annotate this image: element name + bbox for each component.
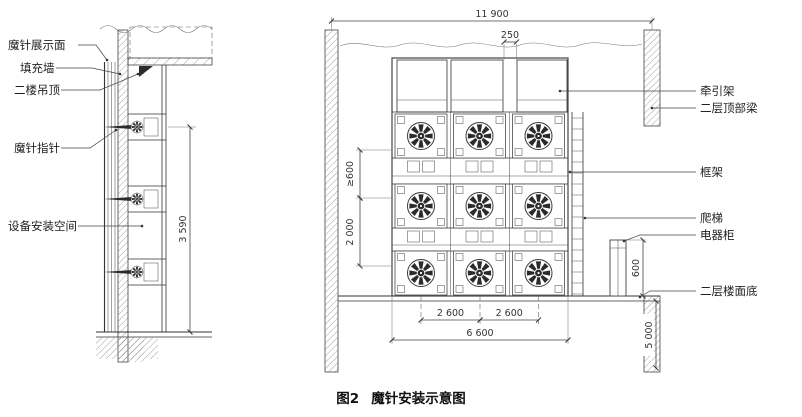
label-electrical-cabinet: 电器柜: [700, 228, 735, 242]
ceiling-hanger-bracket: [139, 66, 153, 77]
figure-caption: 图2 魔针安装示意图: [0, 387, 802, 407]
label-slab-bottom: 二层楼面底: [700, 284, 758, 298]
traction-frames: [396, 59, 568, 113]
dim-column-pitch-left-text: 2 600: [437, 308, 464, 319]
figure-title: 魔针安装示意图: [371, 391, 466, 407]
needle-hub-2: [131, 193, 143, 205]
needle-cell-r2c2: [454, 184, 506, 228]
dim-cabinet-height: 600: [626, 237, 646, 299]
dim-column-pitch-right-text: 2 600: [496, 308, 523, 319]
dim-space-height-text: 3 590: [178, 215, 189, 242]
second-floor-line: [338, 295, 660, 302]
infill-wall-section: [117, 29, 129, 363]
label-traction-frame: 牵引架: [700, 84, 735, 98]
needle-mechanism-2: [104, 185, 166, 213]
needle-mechanism-1: [104, 113, 166, 141]
needle-cell-r3c2: [454, 251, 506, 295]
break-line-top-left: [99, 25, 213, 33]
top-beam-section: [643, 29, 661, 127]
dim-space-height: 3 590: [168, 124, 196, 335]
needle-cell-r3c1: [395, 251, 447, 295]
needle-cell-r2c1: [395, 184, 447, 228]
needle-pointer-1: [104, 124, 137, 130]
dim-needle-gap-text: 250: [501, 30, 519, 41]
needle-cell-r1c3: [513, 114, 565, 158]
label-frame: 框架: [700, 165, 723, 179]
dim-frame-width-text: 6 600: [466, 328, 493, 339]
dim-bottom-group: 2 600 2 600 6 600: [389, 296, 571, 344]
left-view-section: 3 590: [96, 25, 213, 363]
label-top-beam: 二层顶部梁: [700, 101, 758, 115]
needle-cell-r1c2: [454, 114, 506, 158]
label-equipment-space: 设备安装空间: [8, 219, 77, 233]
needle-grid: [395, 114, 565, 295]
dim-needle-gap: 250: [501, 30, 520, 60]
needle-cell-r1c1: [395, 114, 447, 158]
label-infill-wall: 填充墙: [20, 61, 55, 75]
dim-overall-width: 11 900: [328, 9, 655, 30]
ladder: [571, 112, 584, 296]
right-view-elevation: 11 900 250 ≥600 2 000 600 5 000: [324, 9, 661, 373]
dim-cabinet-height-text: 600: [631, 259, 642, 277]
break-line-top-right: [339, 42, 643, 48]
needle-cell-r3c3: [513, 251, 565, 295]
left-view-labels: 魔针展示面 填充墙 二楼吊顶 魔针指针 设备安装空间: [8, 38, 144, 233]
right-view-labels: 牵引架 二层顶部梁 框架 爬梯 电器柜 二层楼面底: [558, 84, 758, 299]
dim-row-pitch-text: 2 000: [345, 218, 356, 245]
left-wall-section: [324, 29, 339, 373]
label-ladder: 爬梯: [700, 211, 723, 225]
needle-pointer-2: [104, 196, 137, 202]
equipment-space-frame: [161, 65, 167, 332]
needle-cell-r2c3: [513, 184, 565, 228]
dim-left-vertical: ≥600 2 000: [345, 147, 392, 269]
label-display-face: 魔针展示面: [8, 38, 66, 52]
figure-number: 图2: [336, 391, 360, 407]
needle-mechanism-3: [104, 258, 166, 286]
void-above-ceiling: [129, 26, 213, 59]
dim-floor-height-text: 5 000: [644, 321, 655, 348]
label-ceiling: 二楼吊顶: [14, 83, 60, 97]
dim-floor-height: 5 000: [641, 298, 659, 371]
needle-hub-3: [131, 266, 143, 278]
label-needle-pointer: 魔针指针: [14, 141, 60, 155]
dim-overall-width-text: 11 900: [475, 9, 508, 20]
needle-pointer-3: [104, 269, 137, 275]
needle-hub-1: [131, 121, 143, 133]
floor-slab-left-view: [96, 331, 212, 362]
electrical-cabinet: [609, 239, 627, 297]
suspended-ceiling-slab: [127, 57, 213, 66]
dim-min-clearance-text: ≥600: [345, 161, 356, 187]
needle-display-face: [103, 62, 116, 332]
